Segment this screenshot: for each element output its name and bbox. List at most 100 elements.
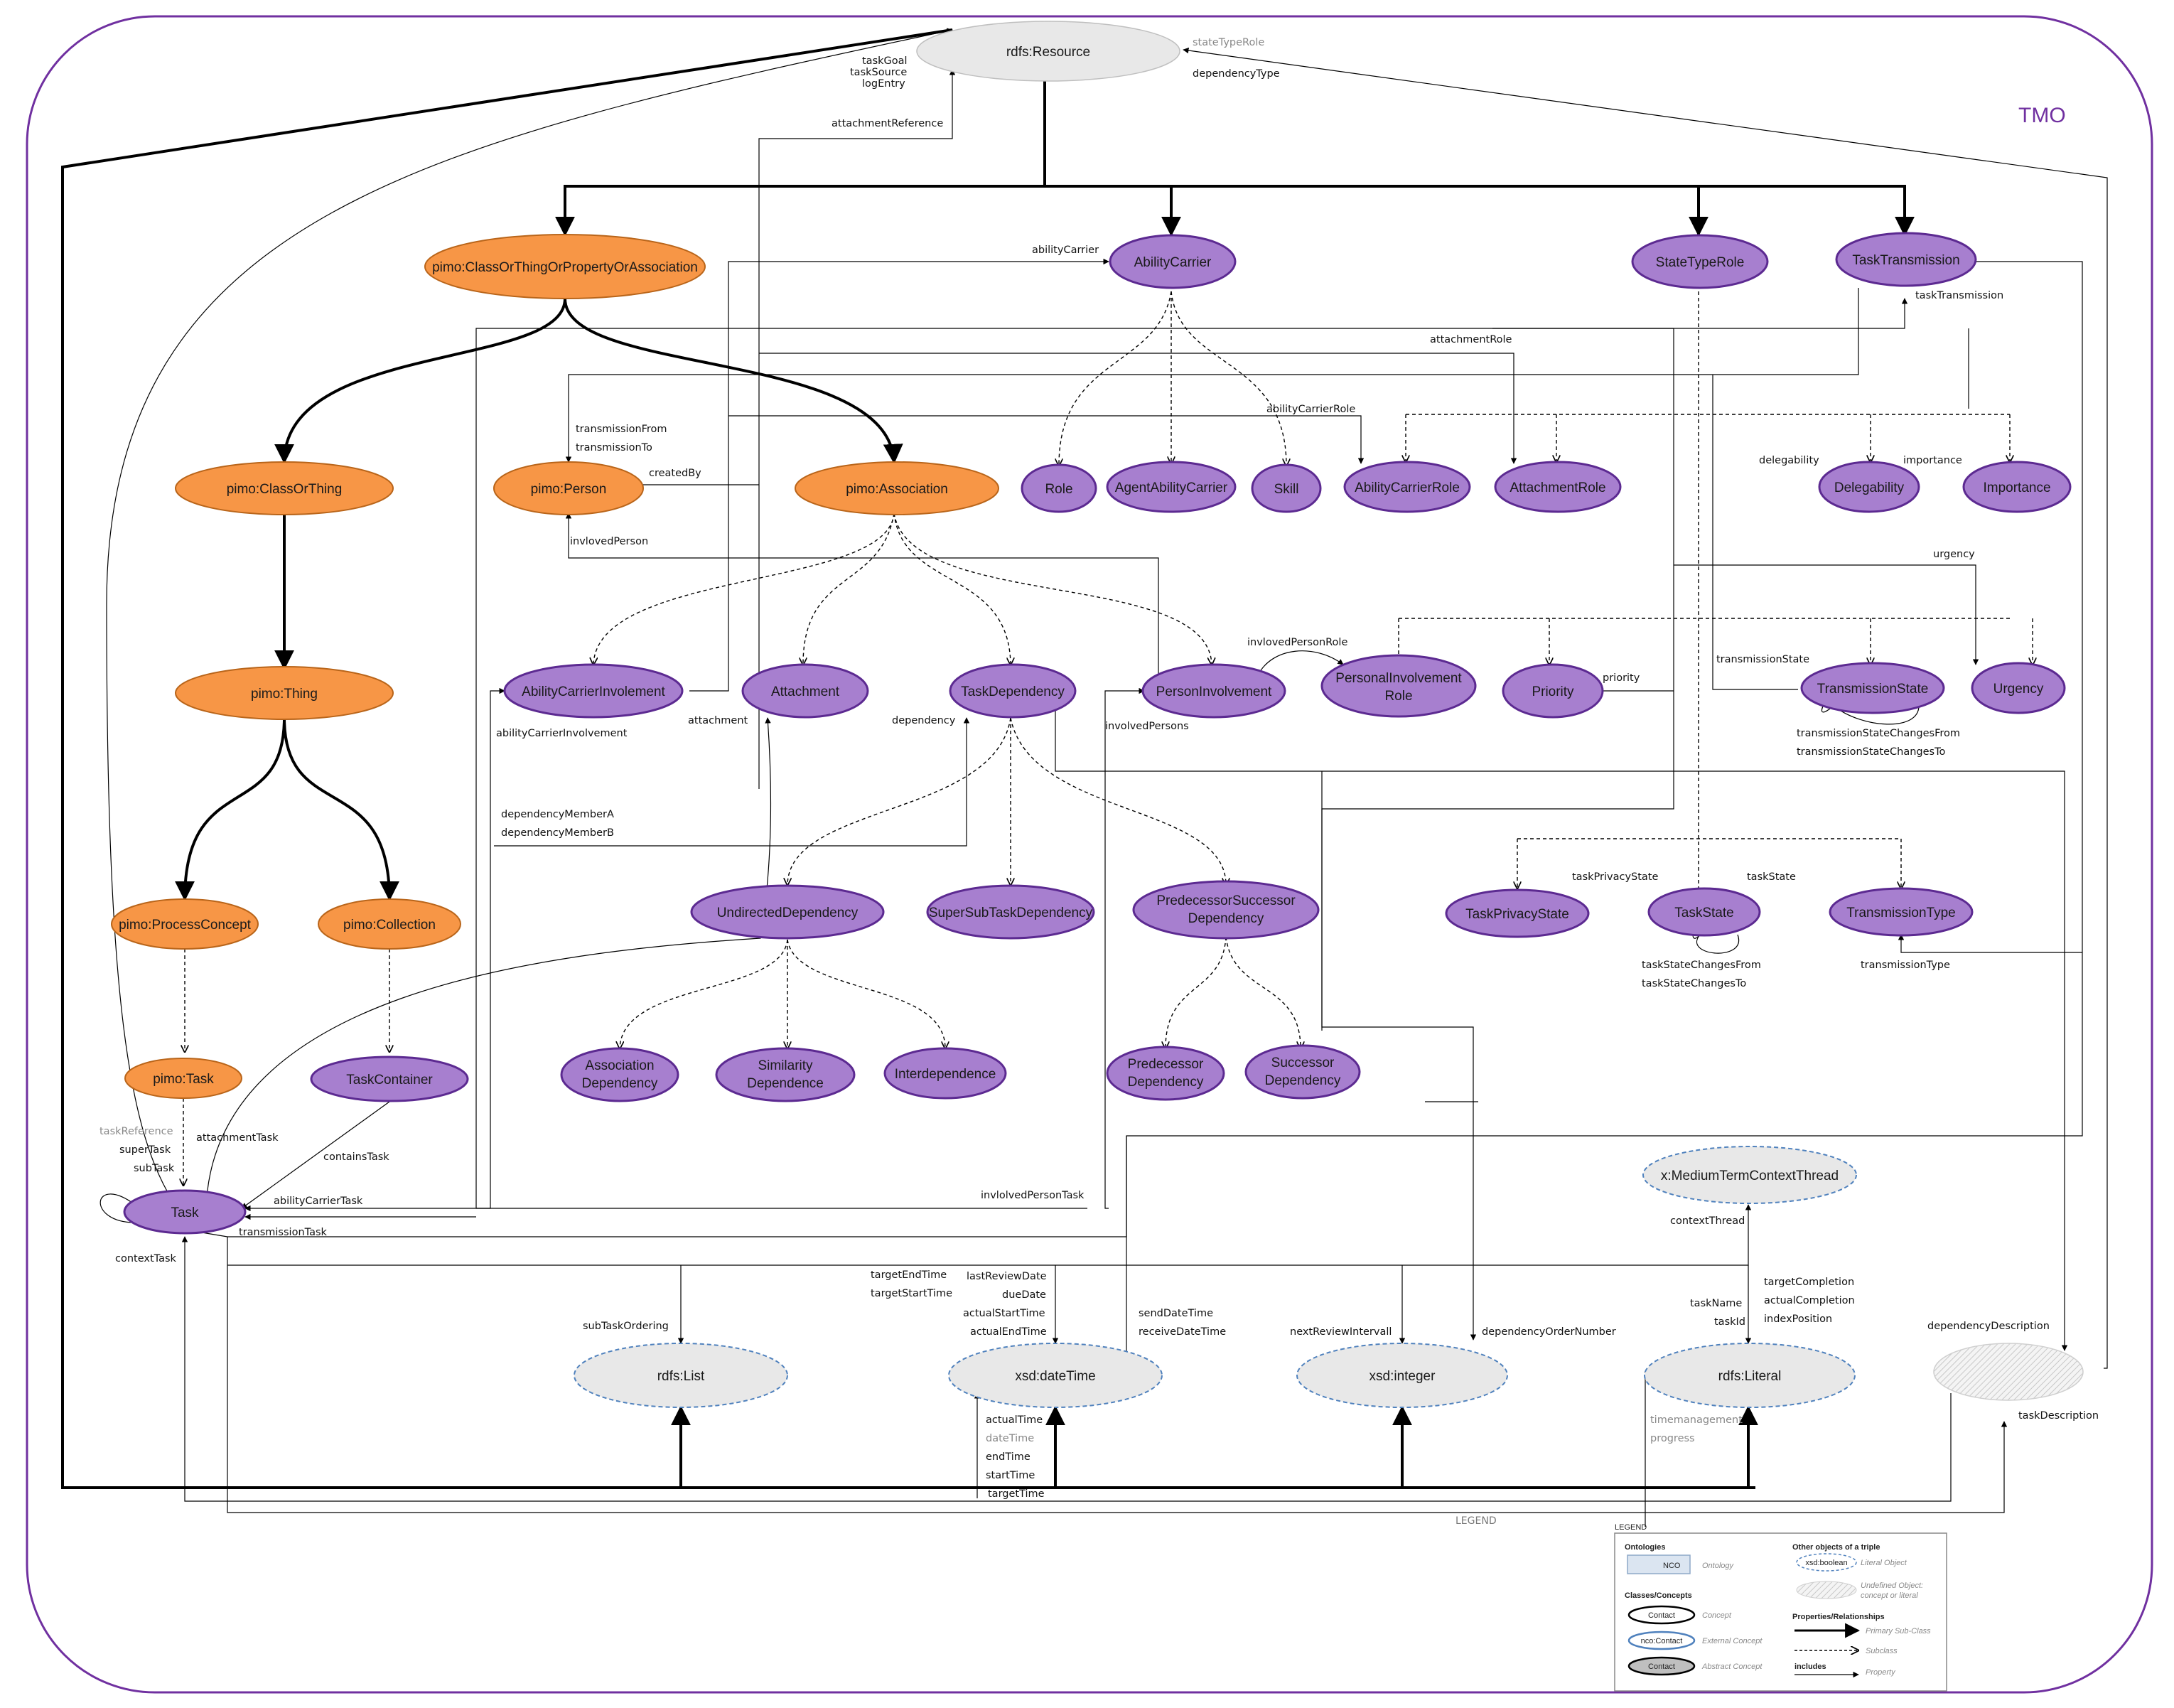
edge-label: endTime xyxy=(986,1451,1031,1463)
node-collection[interactable] xyxy=(318,898,461,950)
node-mediumtermcontextthread[interactable] xyxy=(1642,1146,1857,1204)
node-label: SuperSubTaskDependency xyxy=(929,906,1093,920)
node-association[interactable] xyxy=(795,461,999,515)
node-supersubtaskdependency[interactable] xyxy=(926,884,1095,940)
node-skill[interactable] xyxy=(1251,463,1322,513)
node-delegability[interactable] xyxy=(1818,461,1920,513)
edge-label: transmissionTask xyxy=(239,1227,328,1238)
node-interdependence[interactable] xyxy=(883,1047,1007,1100)
node-person[interactable] xyxy=(493,461,644,515)
legend-abstract-sample xyxy=(1627,1656,1696,1676)
node-label: Dependency xyxy=(1128,1075,1204,1090)
edge-label: progress xyxy=(1650,1433,1695,1444)
node-label: Skill xyxy=(1274,482,1299,497)
edge-label: invlolvedPersonTask xyxy=(981,1190,1085,1201)
node-thing[interactable] xyxy=(175,666,394,720)
node-label: Delegability xyxy=(1834,480,1905,495)
node-label: PersonalInvolvement xyxy=(1335,671,1462,686)
legend-heading: Properties/Relationships xyxy=(1792,1613,1885,1621)
node-classorthingorprop[interactable] xyxy=(424,234,706,299)
node-transmissionstate[interactable] xyxy=(1800,662,1945,714)
legend-literal-sample xyxy=(1796,1553,1857,1572)
node-classorthing[interactable] xyxy=(175,461,394,515)
legend-caption-small: LEGEND xyxy=(1615,1523,1647,1532)
legend-literal-sample-label: xsd:boolean xyxy=(1805,1559,1847,1567)
node-label: PersonInvolvement xyxy=(1156,684,1272,699)
legend-desc: Primary Sub-Class xyxy=(1866,1627,1931,1636)
edge-label: receiveDateTime xyxy=(1139,1326,1226,1338)
node-taskprivacystate[interactable] xyxy=(1445,888,1590,938)
node-predecessorsuccessordependency[interactable] xyxy=(1132,880,1320,940)
node-xsd-integer[interactable] xyxy=(1296,1343,1508,1408)
node-label: Predecessor xyxy=(1128,1057,1204,1072)
edge-label: targetCompletion xyxy=(1764,1277,1854,1288)
node-successordependency[interactable] xyxy=(1244,1044,1361,1100)
legend-heading: Classes/Concepts xyxy=(1625,1591,1692,1600)
edge-label: dependencyType xyxy=(1193,68,1280,80)
node-label: Task xyxy=(171,1205,199,1220)
node-label: pimo:Person xyxy=(531,482,607,497)
node-importance[interactable] xyxy=(1962,461,2072,513)
node-priority[interactable] xyxy=(1502,663,1604,719)
node-label: UndirectedDependency xyxy=(717,906,859,920)
node-tasktransmission[interactable] xyxy=(1835,232,1977,287)
node-role[interactable] xyxy=(1021,463,1097,513)
node-predecessordependency[interactable] xyxy=(1106,1046,1225,1101)
node-taskcontainer[interactable] xyxy=(310,1056,469,1102)
edge-label: dependencyMemberB xyxy=(501,827,614,839)
node-attachmentrole[interactable] xyxy=(1494,461,1622,513)
edge-label: indexPosition xyxy=(1764,1314,1832,1325)
node-abilitycarrierinvolvement[interactable] xyxy=(503,663,684,719)
node-label: Role xyxy=(1384,689,1412,704)
legend-desc: Literal Object xyxy=(1861,1559,1907,1567)
node-attachment[interactable] xyxy=(741,663,869,719)
node-processconcept[interactable] xyxy=(111,898,259,950)
node-transmissiontype[interactable] xyxy=(1829,887,1974,937)
legend-heading: Ontologies xyxy=(1625,1543,1665,1552)
edge-label: containsTask xyxy=(323,1151,389,1163)
legend-desc: Undefined Object: xyxy=(1861,1581,1923,1590)
edge-label: dependencyOrderNumber xyxy=(1482,1326,1616,1338)
node-personinvolvement[interactable] xyxy=(1141,663,1286,719)
edge-label: attachmentReference xyxy=(832,118,943,129)
node-label: Dependence xyxy=(747,1076,824,1091)
node-pimo-task[interactable] xyxy=(124,1058,242,1099)
edge-label: taskSource xyxy=(850,67,907,78)
node-label: AbilityCarrier xyxy=(1134,255,1212,270)
node-abilitycarrier[interactable] xyxy=(1109,234,1237,289)
node-label: Similarity xyxy=(758,1058,813,1073)
edge-label: dateTime xyxy=(986,1433,1034,1444)
node-task[interactable] xyxy=(123,1189,247,1235)
node-label: pimo:Association xyxy=(846,482,948,497)
node-statetyperole[interactable] xyxy=(1631,234,1769,289)
node-taskdependency[interactable] xyxy=(949,663,1077,719)
node-abilitycarrierrole[interactable] xyxy=(1343,461,1471,513)
node-personalinvolvementrole[interactable] xyxy=(1320,654,1477,718)
nodes: rdfs:Resource pimo:ClassOrThingOrPropert… xyxy=(111,21,2084,1408)
node-rdfs-literal[interactable] xyxy=(1644,1343,1856,1408)
node-rdfs-resource[interactable] xyxy=(916,21,1180,82)
subclass-edges xyxy=(183,291,2033,1186)
edge-label: taskGoal xyxy=(862,55,908,67)
node-undirecteddependency[interactable] xyxy=(690,884,885,940)
node-undefined-object[interactable] xyxy=(1933,1343,2084,1401)
node-urgency[interactable] xyxy=(1971,662,2066,714)
node-xsd-datetime[interactable] xyxy=(948,1343,1163,1408)
node-agentabilitycarrier[interactable] xyxy=(1106,461,1237,513)
edge-label: importance xyxy=(1903,455,1962,466)
edge-label: involvedPersons xyxy=(1105,721,1189,732)
edge-label: superTask xyxy=(119,1144,171,1156)
node-similaritydependence[interactable] xyxy=(715,1047,856,1102)
edge-label: createdBy xyxy=(649,468,701,479)
property-edges xyxy=(99,28,2108,1527)
node-taskstate[interactable] xyxy=(1647,887,1761,937)
edge-label: targetEndTime xyxy=(871,1269,947,1281)
node-rdfs-list[interactable] xyxy=(574,1343,788,1408)
node-associationdependency[interactable] xyxy=(560,1047,679,1102)
node-label: Importance xyxy=(1983,480,2050,495)
edge-label: attachmentTask xyxy=(196,1132,279,1144)
legend: LEGEND LEGEND Ontologies NCO Ontology Cl… xyxy=(1455,1515,1947,1692)
edge-label: taskStateChangesTo xyxy=(1642,978,1746,989)
node-label: xsd:dateTime xyxy=(1015,1369,1095,1384)
